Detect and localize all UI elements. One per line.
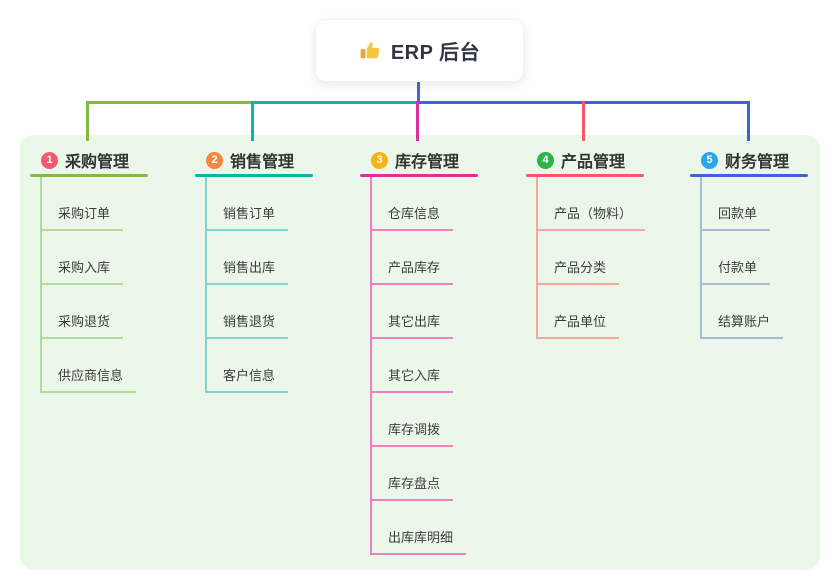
branch-number-badge: 2 bbox=[206, 151, 223, 169]
branch-node-purchase[interactable]: 1 采购管理 bbox=[30, 146, 148, 174]
branch-spine-line bbox=[205, 177, 207, 393]
child-label: 仓库信息 bbox=[370, 203, 454, 231]
child-node[interactable]: 销售退货 bbox=[205, 285, 313, 339]
child-node[interactable]: 供应商信息 bbox=[40, 339, 148, 393]
child-node[interactable]: 其它入库 bbox=[370, 339, 478, 393]
child-node[interactable]: 回款单 bbox=[700, 177, 808, 231]
branch-title: 库存管理 bbox=[395, 154, 460, 171]
horizontal-connector-sales bbox=[251, 101, 420, 104]
branch-sales: 2 销售管理 销售订单 销售出库 销售退货 客户信息 bbox=[195, 146, 313, 393]
child-node[interactable]: 仓库信息 bbox=[370, 177, 478, 231]
child-label: 结算账户 bbox=[700, 311, 784, 339]
branch-underline bbox=[30, 174, 148, 177]
child-label: 出库库明细 bbox=[370, 527, 467, 555]
branch-title: 财务管理 bbox=[725, 154, 790, 171]
branch-purchase: 1 采购管理 采购订单 采购入库 采购退货 供应商信息 bbox=[30, 146, 148, 393]
branch-title: 销售管理 bbox=[230, 154, 295, 171]
child-node[interactable]: 产品分类 bbox=[536, 231, 644, 285]
child-node[interactable]: 产品单位 bbox=[536, 285, 644, 339]
branch-spine-line bbox=[40, 177, 42, 393]
child-label: 采购订单 bbox=[40, 203, 124, 231]
child-label: 销售订单 bbox=[205, 203, 289, 231]
child-node[interactable]: 产品库存 bbox=[370, 231, 478, 285]
child-label: 产品单位 bbox=[536, 311, 620, 339]
child-node[interactable]: 库存调拨 bbox=[370, 393, 478, 447]
drop-connector-sales bbox=[251, 101, 254, 141]
child-label: 库存调拨 bbox=[370, 419, 454, 447]
trunk-connector-line bbox=[417, 82, 420, 103]
child-node[interactable]: 销售出库 bbox=[205, 231, 313, 285]
branch-node-inventory[interactable]: 3 库存管理 bbox=[360, 146, 478, 174]
child-node[interactable]: 出库库明细 bbox=[370, 501, 478, 555]
child-label: 采购入库 bbox=[40, 257, 124, 285]
child-label: 产品库存 bbox=[370, 257, 454, 285]
child-node[interactable]: 结算账户 bbox=[700, 285, 808, 339]
branch-finance: 5 财务管理 回款单 付款单 结算账户 bbox=[690, 146, 808, 339]
root-title: ERP 后台 bbox=[390, 42, 481, 64]
child-node[interactable]: 客户信息 bbox=[205, 339, 313, 393]
horizontal-connector-purchase bbox=[86, 101, 254, 104]
child-label: 付款单 bbox=[700, 257, 771, 285]
child-node[interactable]: 采购订单 bbox=[40, 177, 148, 231]
branches-background-panel bbox=[20, 135, 820, 570]
child-label: 产品（物料） bbox=[536, 203, 646, 231]
branch-node-finance[interactable]: 5 财务管理 bbox=[690, 146, 808, 174]
branch-number-badge: 5 bbox=[701, 151, 718, 169]
child-label: 客户信息 bbox=[205, 365, 289, 393]
branch-node-product[interactable]: 4 产品管理 bbox=[526, 146, 644, 174]
drop-connector-purchase bbox=[86, 101, 89, 141]
child-label: 其它出库 bbox=[370, 311, 454, 339]
branch-underline bbox=[195, 174, 313, 177]
child-node[interactable]: 采购入库 bbox=[40, 231, 148, 285]
child-label: 库存盘点 bbox=[370, 473, 454, 501]
child-label: 销售出库 bbox=[205, 257, 289, 285]
branch-underline bbox=[690, 174, 808, 177]
child-node[interactable]: 其它出库 bbox=[370, 285, 478, 339]
branch-underline bbox=[526, 174, 644, 177]
branch-number-badge: 1 bbox=[41, 151, 58, 169]
drop-connector-inventory bbox=[416, 101, 419, 141]
branch-inventory: 3 库存管理 仓库信息 产品库存 其它出库 其它入库 库存调拨 库存盘点 出库库… bbox=[360, 146, 478, 555]
branch-title: 采购管理 bbox=[65, 154, 130, 171]
branch-number-badge: 3 bbox=[371, 151, 388, 169]
child-label: 其它入库 bbox=[370, 365, 454, 393]
branch-number-badge: 4 bbox=[537, 151, 554, 169]
child-label: 产品分类 bbox=[536, 257, 620, 285]
child-node[interactable]: 付款单 bbox=[700, 231, 808, 285]
child-label: 采购退货 bbox=[40, 311, 124, 339]
branch-underline bbox=[360, 174, 478, 177]
thumbs-up-icon bbox=[359, 39, 382, 62]
child-node[interactable]: 采购退货 bbox=[40, 285, 148, 339]
child-node[interactable]: 产品（物料） bbox=[536, 177, 646, 231]
branch-title: 产品管理 bbox=[561, 154, 626, 171]
child-label: 销售退货 bbox=[205, 311, 289, 339]
drop-connector-product bbox=[582, 101, 585, 141]
child-node[interactable]: 销售订单 bbox=[205, 177, 313, 231]
branch-spine-line bbox=[370, 177, 372, 555]
branch-spine-line bbox=[536, 177, 538, 339]
child-label: 供应商信息 bbox=[40, 365, 137, 393]
branch-spine-line bbox=[700, 177, 702, 339]
root-node[interactable]: ERP 后台 bbox=[315, 19, 524, 82]
branch-product: 4 产品管理 产品（物料） 产品分类 产品单位 bbox=[526, 146, 646, 339]
drop-connector-finance bbox=[747, 101, 750, 141]
child-node[interactable]: 库存盘点 bbox=[370, 447, 478, 501]
child-label: 回款单 bbox=[700, 203, 771, 231]
branch-node-sales[interactable]: 2 销售管理 bbox=[195, 146, 313, 174]
